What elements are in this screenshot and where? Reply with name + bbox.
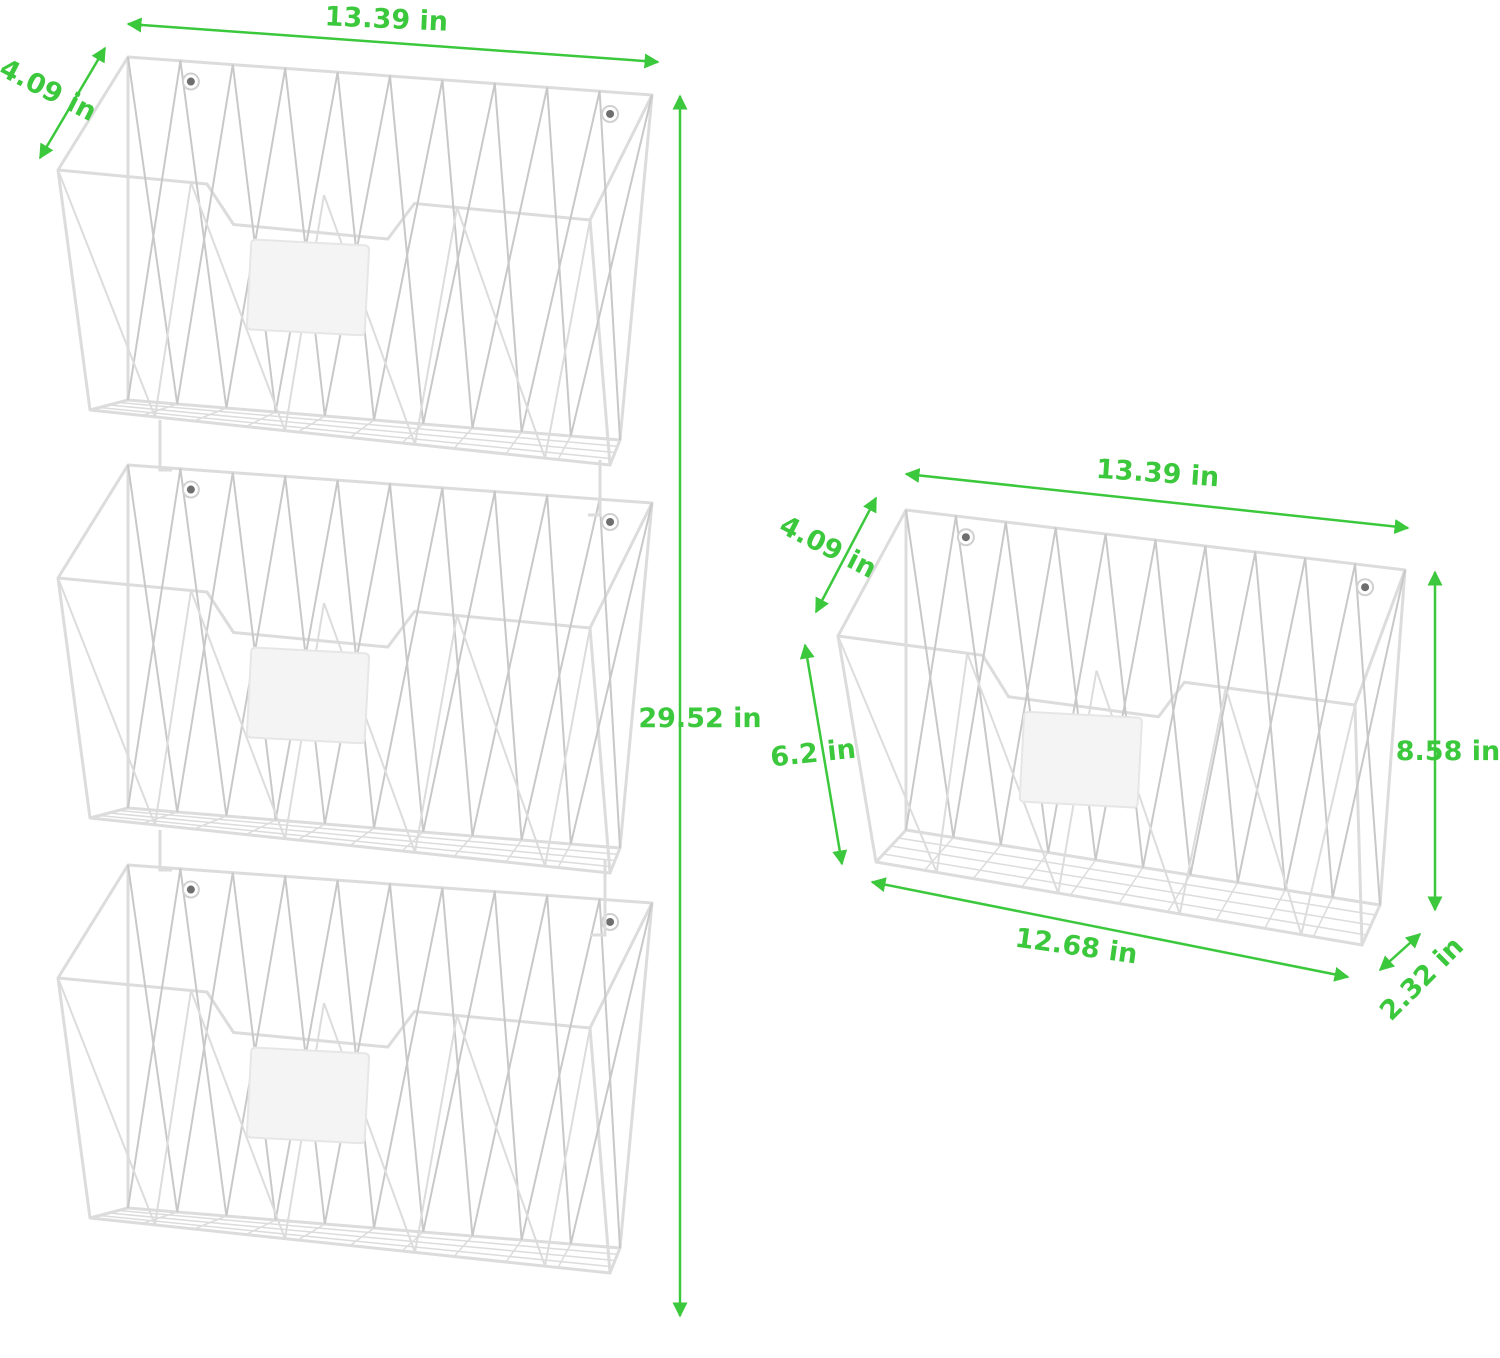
label-plate xyxy=(1018,710,1143,809)
single-depth-label: 4.09 in xyxy=(774,510,881,585)
stack-dimension-lines xyxy=(38,17,688,1318)
stack-depth-arrow xyxy=(38,46,107,160)
stacked-wall-file-baskets xyxy=(56,55,654,1275)
stack-height-label: 29.52 in xyxy=(638,703,761,734)
label-plate xyxy=(245,1046,371,1145)
label-plate xyxy=(245,238,371,337)
wire-basket-single xyxy=(836,508,1407,947)
single-dimension-lines xyxy=(799,467,1443,982)
wire-basket-2 xyxy=(56,463,654,875)
single-bottom-depth-arrow xyxy=(1378,932,1422,972)
single-height-label: 8.58 in xyxy=(1396,736,1500,767)
single-front-height-label: 6.2 in xyxy=(769,734,857,774)
single-wall-file-basket xyxy=(836,508,1407,947)
wire-basket-1 xyxy=(56,55,654,467)
single-depth-arrow xyxy=(814,496,878,614)
wire-basket-3 xyxy=(56,863,654,1275)
stack-depth-label: 4.09 in xyxy=(0,53,101,128)
stack-width-arrow xyxy=(126,17,660,69)
single-bottom-depth-label: 2.32 in xyxy=(1374,931,1470,1027)
stack-width-label: 13.39 in xyxy=(324,1,449,37)
label-plate xyxy=(245,646,371,745)
basket-connector-hooks xyxy=(158,420,607,937)
single-bottom-width-label: 12.68 in xyxy=(1013,923,1139,971)
single-width-arrow xyxy=(904,467,1410,535)
single-width-label: 13.39 in xyxy=(1095,454,1220,494)
single-bottom-width-arrow xyxy=(870,877,1350,982)
single-front-height-arrow xyxy=(799,643,848,866)
